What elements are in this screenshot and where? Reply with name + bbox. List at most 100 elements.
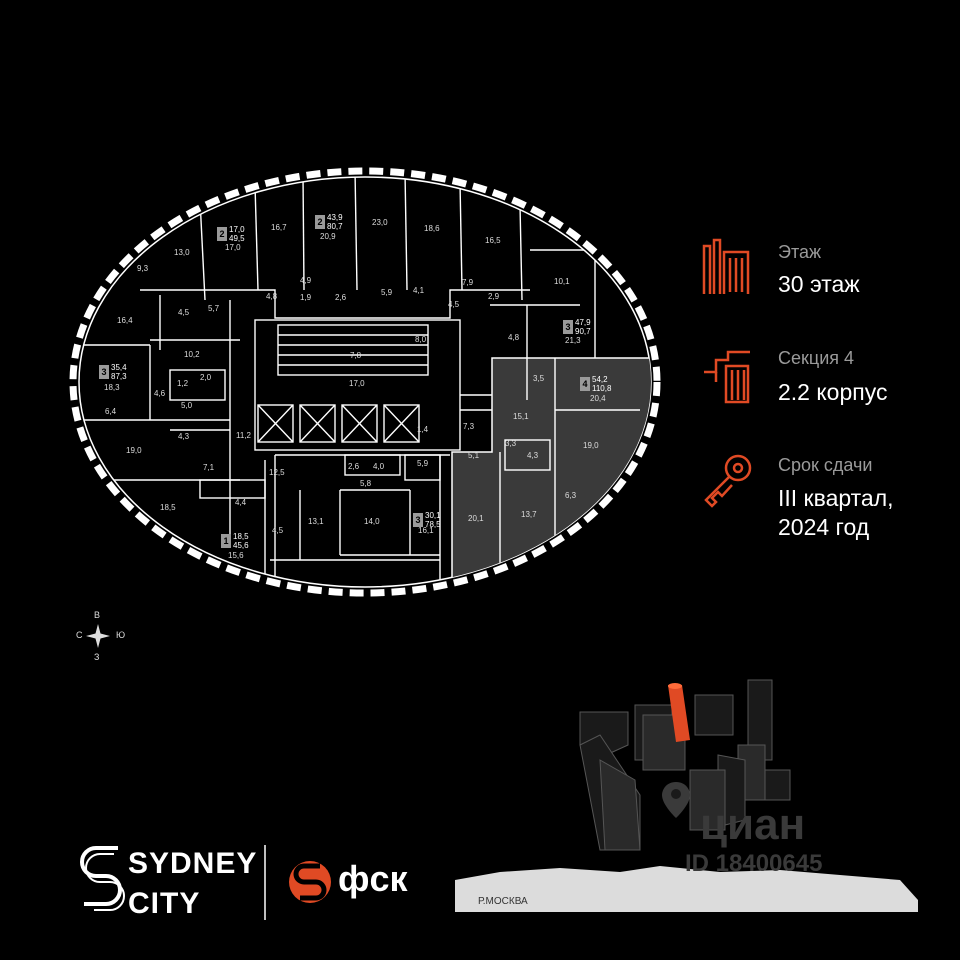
room-area-label: 16,1: [418, 526, 434, 535]
apartment-room-count: 4: [580, 377, 590, 391]
compass: [86, 624, 110, 648]
room-area-label: 15,1: [513, 412, 529, 421]
apartment-living-area: 54,2: [592, 375, 608, 384]
room-area-label: 4,4: [235, 498, 247, 507]
apartment-total-area: 87,3: [111, 372, 127, 381]
deadline-line1: III квартал,: [778, 485, 894, 511]
room-area-label: 5,1: [468, 451, 480, 460]
room-area-label: 10,1: [554, 277, 570, 286]
building-outline: [69, 167, 661, 597]
room-area-label: 3,3: [505, 439, 517, 448]
room-area-label: 2,6: [335, 293, 347, 302]
room-area-label: 5,8: [360, 479, 372, 488]
room-area-label: 18,6: [424, 224, 440, 233]
room-area-label: 1,2: [177, 379, 189, 388]
section-value: 2.2 корпус: [778, 379, 888, 405]
key-icon: [704, 454, 752, 508]
apartment-total-area: 80,7: [327, 222, 343, 231]
floor-label: Этаж: [778, 242, 822, 262]
floor-value: 30 этаж: [778, 271, 860, 297]
section-label: Секция 4: [778, 348, 855, 368]
room-area-label: 23,0: [372, 218, 388, 227]
sydney-city-logo-mark: [80, 846, 125, 911]
location-pin-icon: [662, 782, 690, 818]
room-area-label: 2,0: [200, 373, 212, 382]
room-area-label: 19,0: [583, 441, 599, 450]
stairs-section-icon: [704, 350, 750, 404]
apartment-living-area: 30,1: [425, 511, 441, 520]
room-area-label: 5,0: [181, 401, 193, 410]
apartment-living-area: 18,5: [233, 532, 249, 541]
compass-north: В: [94, 610, 101, 620]
site-map: [455, 679, 918, 912]
room-area-label: 16,7: [271, 223, 287, 232]
building-floor-icon: [702, 238, 750, 294]
room-area-label: 4,6: [154, 389, 166, 398]
room-area-label: 17,0: [225, 243, 241, 252]
apartment-living-area: 47,9: [575, 318, 591, 327]
room-area-label: 4,5: [448, 300, 460, 309]
room-area-label: 10,2: [184, 350, 200, 359]
room-area-label: 7,1: [203, 463, 215, 472]
apartment-total-area: 49,5: [229, 234, 245, 243]
compass-west: С: [76, 630, 83, 640]
brand-name-line2: CITY: [128, 887, 201, 920]
room-area-label: 4,3: [527, 451, 539, 460]
river-label: Р.МОСКВА: [478, 896, 528, 907]
room-area-label: 6,3: [565, 491, 577, 500]
room-area-label: 3,5: [533, 374, 545, 383]
room-area-label: 19,0: [126, 446, 142, 455]
room-area-label: 8,0: [415, 335, 427, 344]
apartment-room-count: 3: [563, 320, 573, 334]
room-area-label: 15,6: [228, 551, 244, 560]
room-area-label: 4,5: [272, 526, 284, 535]
room-area-label: 6,4: [105, 407, 117, 416]
deadline-line2: 2024 год: [778, 514, 870, 540]
room-area-label: 11,2: [236, 431, 251, 440]
room-area-label: 4,9: [300, 276, 312, 285]
room-area-label: 20,4: [590, 394, 606, 403]
room-area-label: 13,1: [308, 517, 324, 526]
developer-name: фск: [338, 858, 408, 899]
room-area-label: 16,4: [117, 316, 133, 325]
room-area-label: 13,7: [521, 510, 537, 519]
room-area-label: 21,3: [565, 336, 581, 345]
watermark-brand: циан: [700, 800, 806, 849]
room-area-label: 4,8: [508, 333, 520, 342]
room-area-label: 5,9: [381, 288, 393, 297]
room-area-label: 18,5: [160, 503, 176, 512]
apartment-total-area: 90,7: [575, 327, 591, 336]
room-area-label: 2,6: [348, 462, 360, 471]
room-area-label: 4,0: [373, 462, 385, 471]
apartment-total-area: 78,5: [425, 520, 441, 529]
room-area-label: 7,9: [462, 278, 474, 287]
fsk-logo-mark: [289, 861, 331, 903]
apartment-room-count: 1: [221, 534, 231, 548]
room-area-label: 16,5: [485, 236, 501, 245]
room-area-label: 7,3: [463, 422, 475, 431]
room-area-label: 1,9: [300, 293, 312, 302]
compass-east: Ю: [116, 630, 126, 640]
room-area-label: 5,7: [208, 304, 220, 313]
room-area-label: 14,0: [364, 517, 380, 526]
room-area-label: 12,5: [269, 468, 285, 477]
apartment-total-area: 110,8: [592, 384, 612, 393]
apartment-living-area: 35,4: [111, 363, 127, 372]
room-area-label: 17,0: [349, 379, 365, 388]
room-area-label: 4,5: [178, 308, 190, 317]
apartment-total-area: 45,6: [233, 541, 249, 550]
room-area-label: 20,9: [320, 232, 336, 241]
compass-south: З: [94, 652, 100, 662]
deadline-label: Срок сдачи: [778, 455, 873, 475]
room-area-label: 7,8: [350, 351, 362, 360]
room-area-label: 4,8: [266, 292, 278, 301]
watermark-id: ID 18400645: [685, 850, 823, 877]
room-area-label: 2,9: [488, 292, 500, 301]
